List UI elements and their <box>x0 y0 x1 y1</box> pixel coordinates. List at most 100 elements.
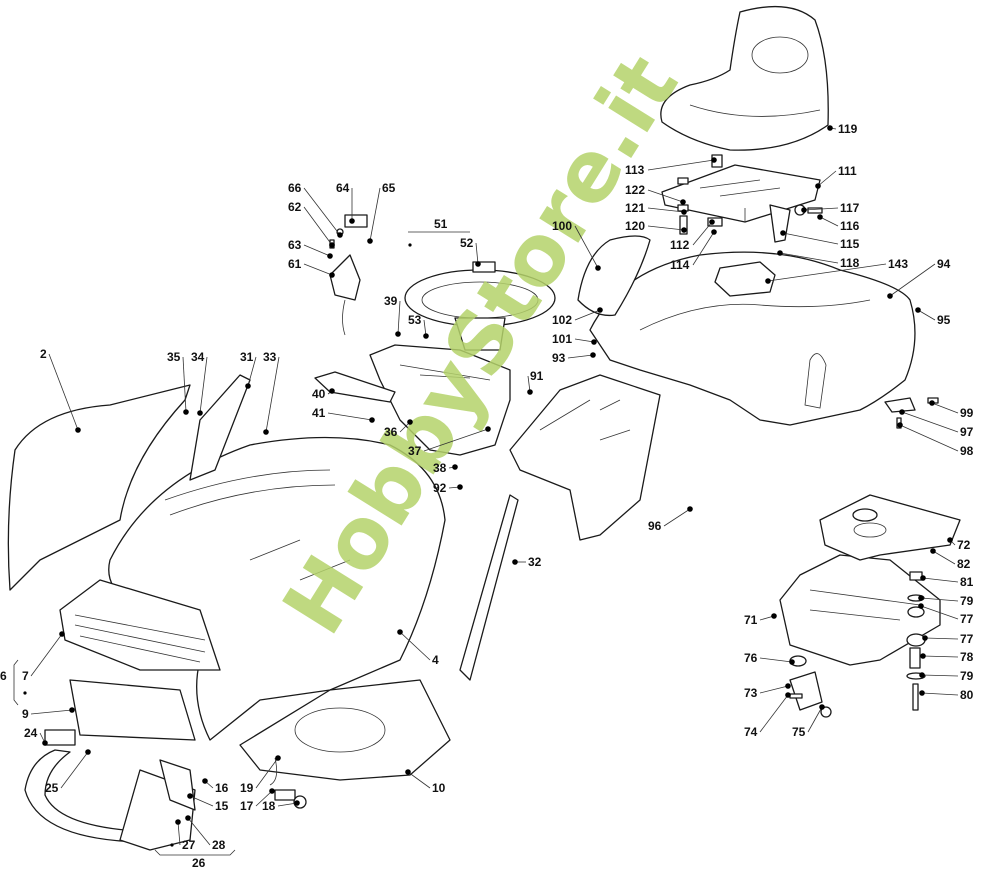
callout-24[interactable]: 24 <box>24 726 48 746</box>
leader-line <box>48 353 79 431</box>
callout-79a[interactable]: 79 <box>918 594 974 608</box>
callout-7[interactable]: 7 <box>22 631 65 683</box>
callout-2[interactable]: 2 <box>40 347 81 433</box>
side-trim-left[interactable] <box>7 384 191 591</box>
anchor-dot <box>785 692 791 698</box>
callout-122[interactable]: 122 <box>625 183 686 205</box>
callout-100[interactable]: 100 <box>552 219 601 271</box>
callout-111[interactable]: 111 <box>815 164 857 189</box>
callout-number: 34 <box>191 350 205 364</box>
callout-115[interactable]: 115 <box>780 230 860 251</box>
steering-wheel[interactable] <box>404 261 556 351</box>
callout-71[interactable]: 71 <box>744 613 777 627</box>
callout-118[interactable]: 118 <box>777 250 860 270</box>
callout-41[interactable]: 41 <box>312 406 375 423</box>
callout-75[interactable]: 75 <box>792 704 825 739</box>
callout-102[interactable]: 102 <box>552 307 603 327</box>
callout-25[interactable]: 25 <box>45 749 91 795</box>
callout-81[interactable]: 81 <box>920 575 974 589</box>
anchor-dot <box>930 548 936 554</box>
callout-64[interactable]: 64 <box>336 181 355 224</box>
callout-119[interactable]: 119 <box>827 122 858 136</box>
callout-112[interactable]: 112 <box>670 219 715 252</box>
callout-40[interactable]: 40 <box>312 387 335 401</box>
callout-number: 26 <box>192 856 206 870</box>
underside-tray[interactable] <box>239 679 451 781</box>
callout-33[interactable]: 33 <box>263 350 280 435</box>
dashboard[interactable] <box>369 344 511 456</box>
callout-120[interactable]: 120 <box>625 219 687 233</box>
callout-78[interactable]: 78 <box>920 650 974 664</box>
callout-38[interactable]: 38 <box>433 461 458 475</box>
rear-fender[interactable] <box>589 251 916 426</box>
callout-98[interactable]: 98 <box>897 422 974 458</box>
callout-94[interactable]: 94 <box>887 257 951 299</box>
callout-17[interactable]: 17 <box>240 788 275 813</box>
side-panel[interactable] <box>314 371 396 403</box>
callout-61[interactable]: 61 <box>288 257 335 278</box>
callout-35[interactable]: 35 <box>167 350 189 415</box>
callout-143[interactable]: 143 <box>765 257 908 284</box>
callout-18[interactable]: 18 <box>262 799 300 813</box>
callout-28[interactable]: 28 <box>185 815 226 852</box>
callout-number: 98 <box>960 444 974 458</box>
seat[interactable] <box>660 5 829 151</box>
fuel-tank-tray[interactable] <box>819 494 961 561</box>
callout-16[interactable]: 16 <box>202 778 229 795</box>
anchor-dot <box>929 400 935 406</box>
callout-37[interactable]: 37 <box>408 426 491 458</box>
callout-4[interactable]: 4 <box>397 629 439 667</box>
front-grille[interactable] <box>59 579 221 671</box>
callout-15[interactable]: 15 <box>187 793 229 813</box>
lower-grille[interactable] <box>69 679 196 741</box>
callout-26[interactable]: 26 <box>192 856 206 870</box>
throttle-lever[interactable] <box>329 214 368 336</box>
callout-76[interactable]: 76 <box>744 651 795 665</box>
callout-117[interactable]: 117 <box>801 201 860 215</box>
callout-95[interactable]: 95 <box>915 307 951 327</box>
callout-82[interactable]: 82 <box>930 548 971 571</box>
callout-number: 80 <box>960 688 974 702</box>
callout-116[interactable]: 116 <box>817 214 860 233</box>
callout-53[interactable]: 53 <box>408 313 429 339</box>
callout-10[interactable]: 10 <box>405 769 446 795</box>
callout-66[interactable]: 66 <box>288 181 343 238</box>
callout-52[interactable]: 52 <box>460 236 481 267</box>
callout-62[interactable]: 62 <box>288 200 335 248</box>
callout-79b[interactable]: 79 <box>919 669 974 683</box>
footplate[interactable] <box>509 374 661 541</box>
callout-77a[interactable]: 77 <box>918 603 974 626</box>
callout-101[interactable]: 101 <box>552 332 597 346</box>
callout-27[interactable]: 27 <box>175 819 196 852</box>
callout-99[interactable]: 99 <box>929 400 974 420</box>
callout-93[interactable]: 93 <box>552 351 596 365</box>
callout-77b[interactable]: 77 <box>922 632 974 646</box>
side-strip-32[interactable] <box>459 494 519 681</box>
callout-19[interactable]: 19 <box>240 755 281 795</box>
anchor-dot <box>801 207 807 213</box>
callout-121[interactable]: 121 <box>625 201 687 215</box>
callout-97[interactable]: 97 <box>899 409 974 439</box>
callout-74[interactable]: 74 <box>744 692 791 739</box>
callout-34[interactable]: 34 <box>191 350 208 416</box>
callout-91[interactable]: 91 <box>527 369 544 395</box>
callout-36[interactable]: 36 <box>384 419 413 439</box>
callout-51[interactable]: 51 <box>434 217 448 231</box>
callout-72[interactable]: 72 <box>947 537 971 552</box>
callout-31[interactable]: 31 <box>240 350 257 389</box>
callout-number: 41 <box>312 406 326 420</box>
callout-114[interactable]: 114 <box>670 229 717 272</box>
callout-63[interactable]: 63 <box>288 238 333 259</box>
side-strip-31[interactable] <box>189 374 251 481</box>
callout-9[interactable]: 9 <box>22 707 75 721</box>
callout-73[interactable]: 73 <box>744 683 791 700</box>
callout-6[interactable]: 6 <box>0 669 7 683</box>
callout-32[interactable]: 32 <box>512 555 542 569</box>
callout-39[interactable]: 39 <box>384 294 401 337</box>
callout-65[interactable]: 65 <box>367 181 396 244</box>
callout-113[interactable]: 113 <box>625 157 717 177</box>
callout-80[interactable]: 80 <box>919 688 974 702</box>
callout-92[interactable]: 92 <box>433 481 463 495</box>
rear-panel[interactable] <box>577 235 651 317</box>
callout-96[interactable]: 96 <box>648 506 693 533</box>
